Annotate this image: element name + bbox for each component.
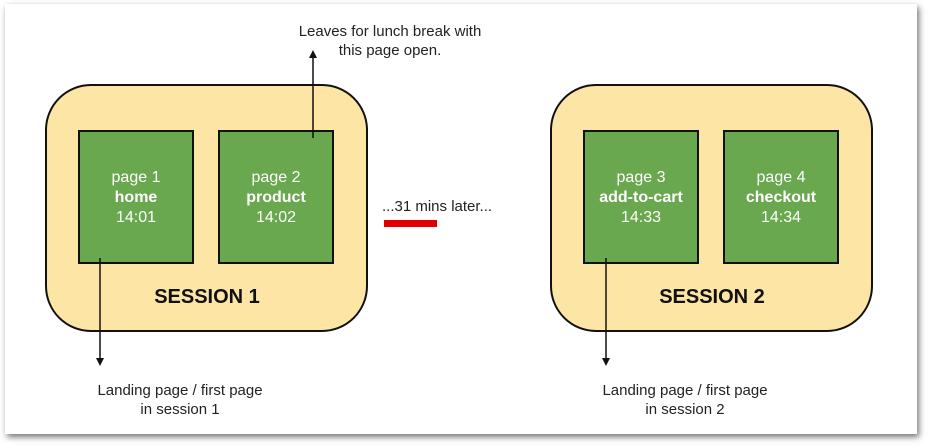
note-line: Leaves for lunch break with xyxy=(298,23,482,40)
page-name: add-to-cart xyxy=(599,189,683,206)
note-line: Landing page / first page xyxy=(97,382,263,399)
note-line: Landing page / first page xyxy=(602,382,768,399)
page-time: 14:02 xyxy=(255,209,297,226)
page-name: product xyxy=(246,189,306,206)
session-2-label: SESSION 2 xyxy=(659,286,765,308)
page-name: checkout xyxy=(745,189,817,206)
page-checkout: page 4 checkout 14:34 xyxy=(723,130,839,264)
page-time: 14:34 xyxy=(760,209,802,226)
time-gap-label: ...31 mins later... xyxy=(382,198,493,215)
page-time: 14:33 xyxy=(620,209,662,226)
page-number: page 1 xyxy=(111,169,161,186)
page-home: page 1 home 14:01 xyxy=(78,130,194,264)
page-number: page 4 xyxy=(756,169,806,186)
lunch-break-note: Leaves for lunch break with this page op… xyxy=(240,22,540,60)
page-add-to-cart: page 3 add-to-cart 14:33 xyxy=(583,130,699,264)
page-time: 14:01 xyxy=(115,209,157,226)
time-gap-bar xyxy=(384,220,437,227)
landing-page-note-2: Landing page / first page in session 2 xyxy=(550,381,820,419)
note-line: this page open. xyxy=(338,42,442,59)
note-line: in session 2 xyxy=(645,401,725,418)
landing-page-note-1: Landing page / first page in session 1 xyxy=(45,381,315,419)
page-product: page 2 product 14:02 xyxy=(218,130,334,264)
page-number: page 2 xyxy=(251,169,301,186)
note-line: in session 1 xyxy=(140,401,220,418)
session-1-label: SESSION 1 xyxy=(154,286,260,308)
page-name: home xyxy=(114,189,158,206)
page-number: page 3 xyxy=(616,169,666,186)
